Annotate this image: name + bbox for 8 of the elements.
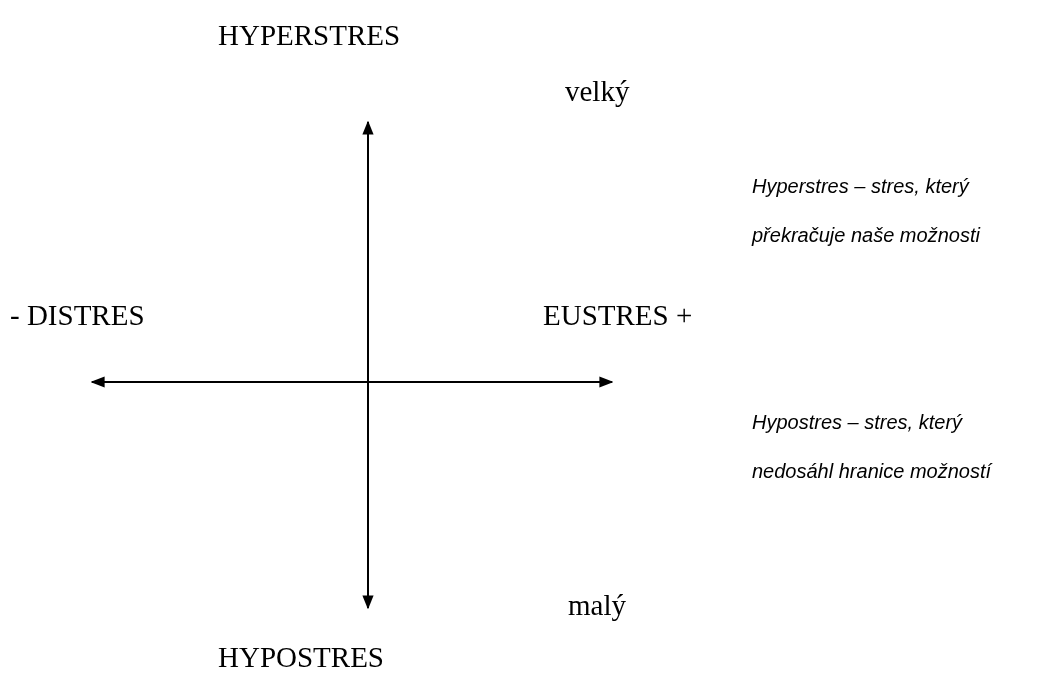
note-text: Hypostres – stres, který nedosáhl hranice možností xyxy=(752,410,994,484)
axis-label: HYPOSTRES xyxy=(218,642,384,674)
axis-label: velký xyxy=(565,76,630,108)
note-text: Hyperstres – stres, který překračuje naše možnosti xyxy=(752,174,982,248)
axis-label: EUSTRES + xyxy=(543,300,693,332)
axis-label: HYPERSTRES xyxy=(218,20,401,52)
axis-label: - DISTRES xyxy=(10,300,145,332)
axis-label: malý xyxy=(568,590,626,622)
